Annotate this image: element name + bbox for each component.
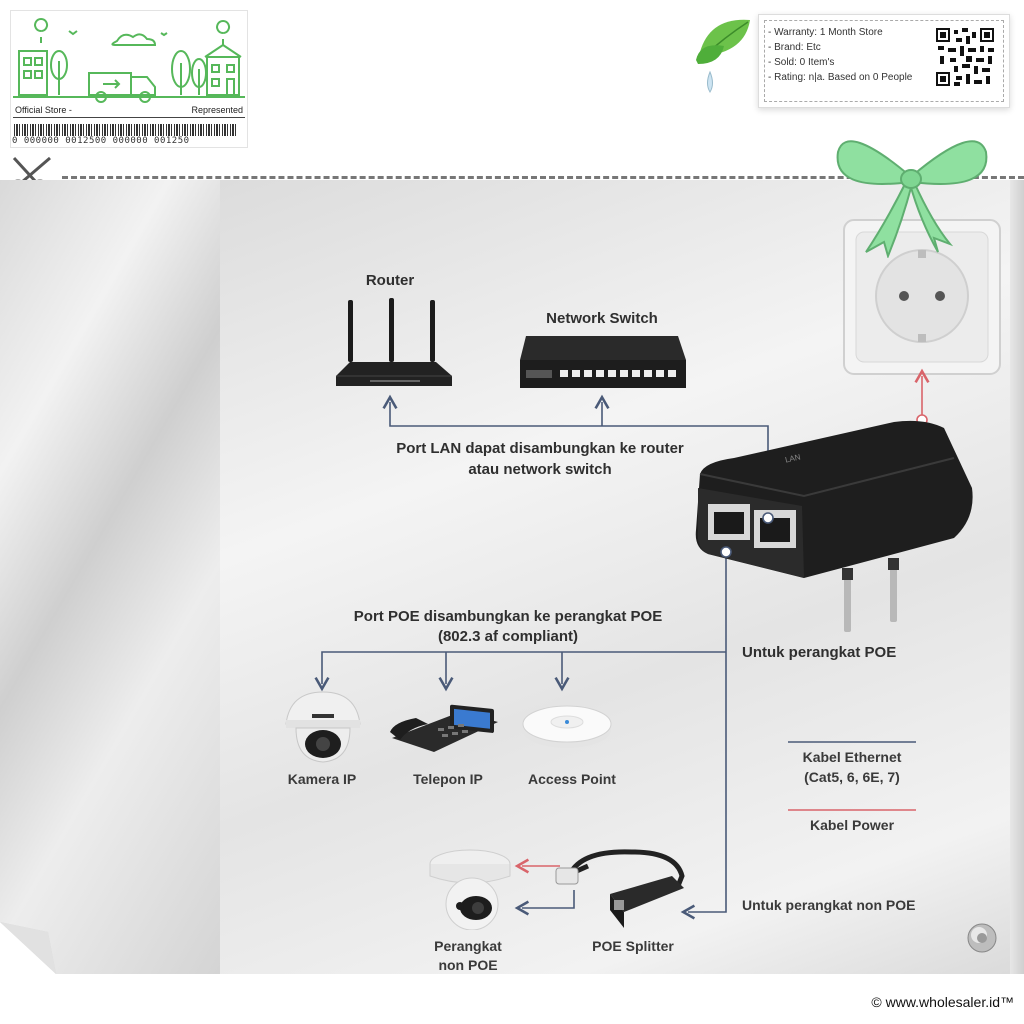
legend-ethernet-line1: Kabel Ethernet (802, 749, 902, 765)
poe-to-splitter-line (680, 652, 727, 920)
router-icon (336, 298, 452, 386)
store-card-right-label: Represented (191, 105, 243, 115)
device-label-access-point: Access Point (528, 771, 616, 787)
info-card-border (764, 20, 1004, 102)
non-poe-device-line2: non POE (438, 957, 498, 973)
splitter-label: POE Splitter (592, 938, 674, 954)
ribbon-bow-icon (836, 140, 988, 258)
poe-to-camera-line (314, 651, 726, 692)
non-poe-label: Untuk perangkat non POE (742, 897, 916, 913)
cut-line (62, 176, 1024, 179)
page-fold-corner (0, 922, 56, 974)
store-card-divider (13, 117, 245, 118)
left-decor-panel (0, 180, 220, 974)
ip-camera-icon (285, 691, 361, 763)
leaf-icon (696, 19, 750, 93)
router-label: Router (365, 272, 415, 289)
poe-caption-line2: (802.3 af compliant) (437, 628, 579, 645)
splitter-ethernet-line (514, 890, 575, 916)
legend-power-label: Kabel Power (809, 817, 895, 833)
info-warranty: - Warranty: 1 Month Store (768, 27, 883, 38)
info-sold: - Sold: 0 Item's (768, 57, 835, 68)
poe-caption-line1: Port POE disambungkan ke perangkat POE (353, 608, 663, 625)
right-decor-strip (1010, 180, 1024, 974)
switch-label: Network Switch (546, 310, 658, 327)
metal-pin-icon (967, 923, 997, 953)
device-label-camera: Kamera IP (287, 771, 357, 787)
city-delivery-illustration (13, 18, 245, 103)
info-brand: - Brand: Etc (768, 42, 821, 53)
device-label-phone: Telepon IP (413, 771, 483, 787)
barcode-number: 0 000000 0012500 000000 001250 (12, 136, 190, 146)
legend-ethernet-line2: (Cat5, 6, 6E, 7) (804, 769, 900, 785)
network-switch-icon (520, 336, 686, 388)
info-rating: - Rating: n|a. Based on 0 People (768, 72, 913, 83)
lan-caption-line2: atau network switch (468, 461, 612, 478)
non-poe-camera-icon (429, 849, 511, 930)
copyright-text: © www.wholesaler.id™ (871, 994, 1014, 1010)
ip-phone-icon (390, 704, 498, 752)
poe-injector-icon (695, 420, 973, 632)
access-point-icon (522, 705, 612, 748)
qr-code-icon (934, 26, 996, 88)
barcode (14, 124, 236, 136)
lan-caption-line1: Port LAN dapat disambungkan ke router (396, 440, 684, 457)
poe-device-label: Untuk perangkat POE (742, 644, 897, 661)
store-card-left-label: Official Store - (15, 105, 72, 115)
non-poe-device-line1: Perangkat (434, 938, 502, 954)
wall-socket-icon (843, 219, 1001, 375)
poe-splitter-icon (555, 849, 685, 928)
